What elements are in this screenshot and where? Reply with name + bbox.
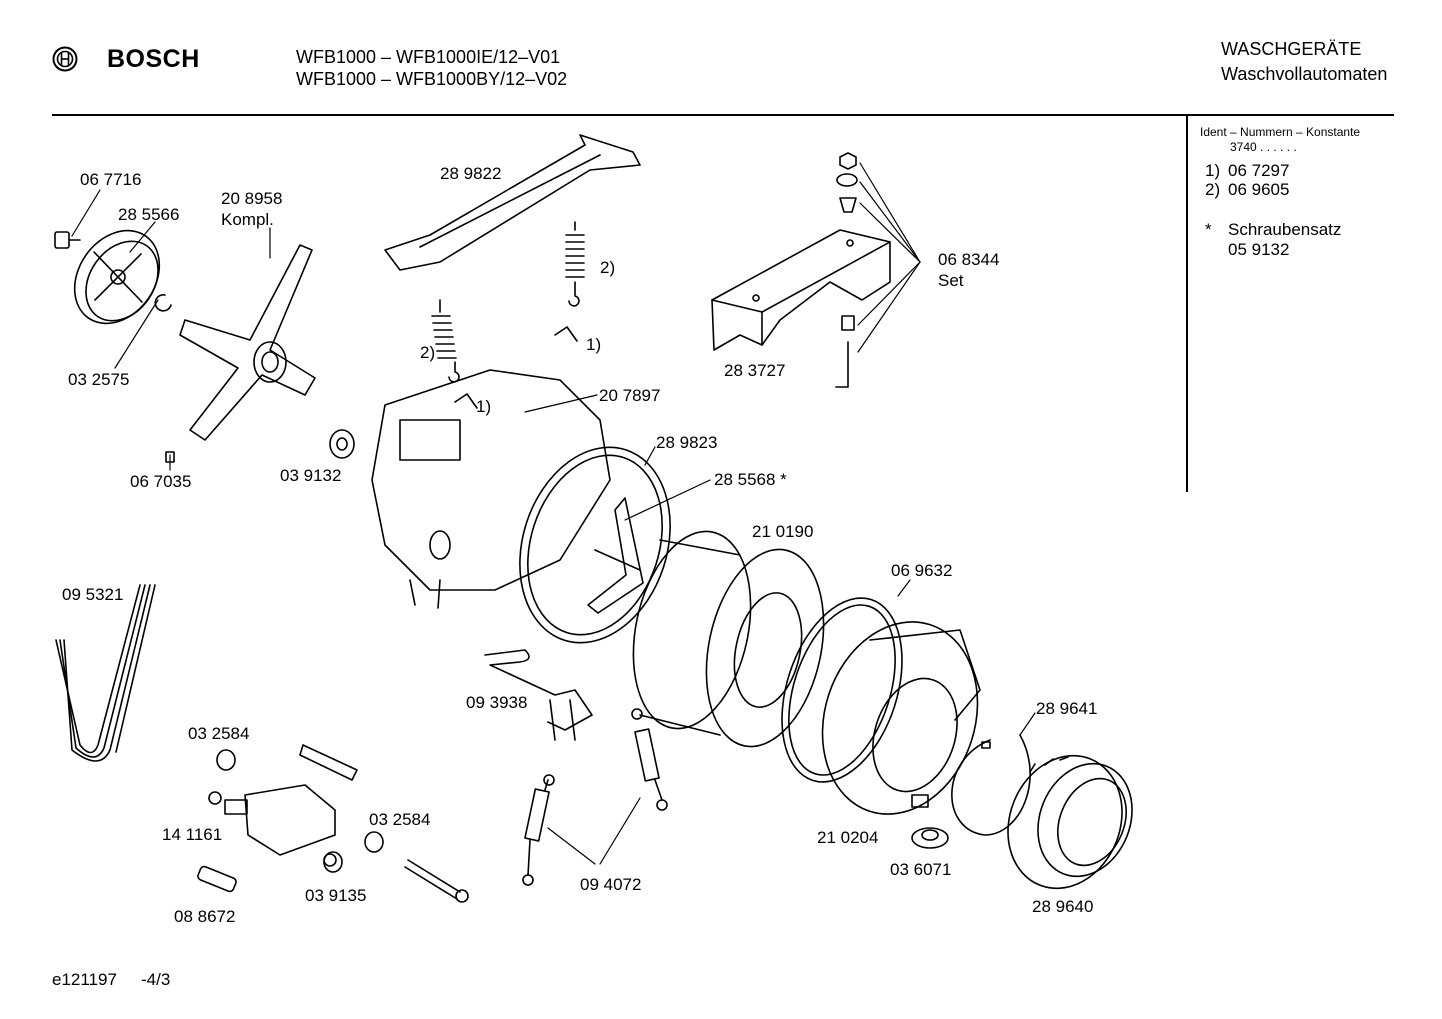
part-label-039135: 03 9135 [305, 886, 367, 905]
note-label-1-top: 1) [586, 335, 602, 354]
spring-left [431, 299, 460, 383]
ident-title: Ident – Nummern – Konstante [1200, 125, 1361, 139]
part-label-032584-a: 03 2584 [188, 724, 250, 743]
note-text-1: 06 7297 [1228, 161, 1290, 180]
header-divider [52, 114, 1394, 116]
note-text-2: 06 9605 [1228, 180, 1290, 199]
bushing-032584a [216, 749, 236, 771]
spring-clip-1b [454, 393, 478, 409]
pulley-285566 [73, 229, 161, 325]
note-marker-2: 2) [1205, 180, 1221, 199]
brush-strip [299, 744, 358, 781]
part-label-285568: 28 5568 * [714, 470, 787, 489]
part-label-289823: 28 9823 [656, 433, 718, 452]
part-label-289822: 28 9822 [440, 164, 502, 183]
note-label-2-left: 2) [420, 343, 436, 362]
note-label-1-left: 1) [476, 397, 492, 416]
crossbrace-289822 [384, 134, 641, 271]
part-label-067716: 06 7716 [80, 170, 142, 189]
heater-093938 [484, 649, 593, 741]
tub-rear-207897 [371, 369, 611, 609]
part-label-set: Set [938, 271, 964, 290]
bushing-039135 [323, 851, 343, 873]
drum-cross-208958 [179, 244, 316, 441]
circlip-032575 [154, 294, 172, 312]
side-panel-divider [1186, 116, 1188, 492]
model-line-2: WFB1000 – WFB1000BY/12–V02 [296, 69, 568, 89]
brand-name: BOSCH [107, 45, 200, 73]
part-label-283727: 28 3727 [724, 361, 786, 380]
part-label-068344: 06 8344 [938, 250, 1000, 269]
note-marker-1: 1) [1205, 161, 1221, 180]
part-label-kompl: Kompl. [221, 210, 274, 229]
part-label-067035: 06 7035 [130, 472, 192, 491]
ident-value: 3740 . . . . . . [1230, 140, 1297, 154]
counterweight-283727 [711, 229, 891, 351]
note-text-3: Schraubensatz [1228, 220, 1342, 239]
shock-absorber-left [522, 774, 555, 886]
grommet-036071 [911, 827, 949, 849]
bellows-289640 [1007, 754, 1133, 890]
part-label-069632: 06 9632 [891, 561, 953, 580]
drive-belt-095321 [55, 584, 156, 762]
clamp-ring-289823 [519, 446, 671, 644]
nut-set-068344 [835, 152, 858, 388]
model-line-1: WFB1000 – WFB1000IE/12–V01 [296, 47, 561, 67]
part-label-095321: 09 5321 [62, 585, 124, 604]
pin-088672 [197, 865, 237, 893]
bushing-032584b [364, 831, 384, 853]
bosch-logo-icon [52, 46, 78, 77]
bracket-285568 [587, 497, 644, 614]
part-label-093938: 09 3938 [466, 693, 528, 712]
gasket-069632 [781, 597, 903, 783]
note-marker-3: * [1205, 220, 1212, 239]
note-text-4: 05 9132 [1228, 240, 1290, 259]
part-label-039132: 03 9132 [280, 466, 342, 485]
part-label-141161: 14 1161 [162, 825, 223, 844]
part-label-285566: 28 5566 [118, 205, 180, 224]
part-label-207897: 20 7897 [599, 386, 661, 405]
part-label-094072: 09 4072 [580, 875, 642, 894]
spring-top [565, 221, 585, 307]
part-label-210204: 21 0204 [817, 828, 879, 847]
front-tub-210204 [821, 621, 981, 815]
leader-lines [71, 162, 1036, 865]
screw-067716 [54, 231, 81, 249]
subcategory-title: Waschvollautomaten [1221, 64, 1388, 84]
category-title: WASCHGERÄTE [1221, 39, 1362, 59]
bushing-039132 [329, 429, 355, 459]
spring-clip-1a [554, 326, 578, 342]
shock-absorber-right [631, 708, 668, 811]
screw-067035 [165, 451, 175, 463]
bolt-long [404, 859, 469, 903]
part-label-210190: 21 0190 [752, 522, 814, 541]
drum-210190 [632, 530, 825, 748]
motor-141161 [208, 784, 337, 867]
part-label-289641: 28 9641 [1036, 699, 1098, 718]
document-id: e121197 [52, 970, 117, 989]
part-label-088672: 08 8672 [174, 907, 236, 926]
part-label-032584-b: 03 2584 [369, 810, 431, 829]
note-label-2-top: 2) [600, 258, 616, 277]
ring-289641 [951, 734, 1031, 836]
page-number: -4/3 [141, 970, 171, 989]
part-label-032575: 03 2575 [68, 370, 130, 389]
part-label-289640: 28 9640 [1032, 897, 1094, 916]
part-label-208958: 20 8958 [221, 189, 283, 208]
part-label-036071: 03 6071 [890, 860, 952, 879]
